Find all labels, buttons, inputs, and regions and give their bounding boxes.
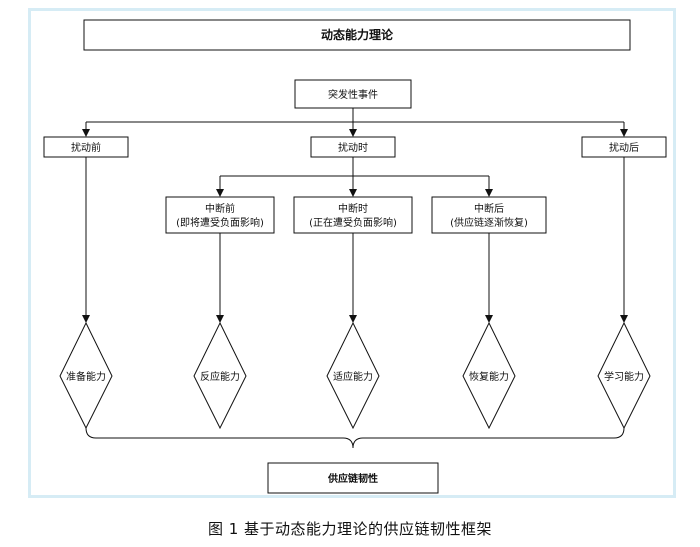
phase-after-node: 扰动后 [581,136,667,158]
sub-phase-after-line2: (供应链逐渐恢复) [450,216,528,229]
sub-phase-before-node: 中断前 (即将遭受负面影响) [165,196,275,234]
sub-phase-after-node: 中断后 (供应链逐渐恢复) [431,196,547,234]
phase-before-label: 扰动前 [71,141,101,154]
capability-prepare-label: 准备能力 [66,370,106,383]
capability-recover-label: 恢复能力 [469,370,509,383]
phase-during-label: 扰动时 [338,141,368,154]
event-label: 突发性事件 [328,88,378,101]
event-node: 突发性事件 [294,79,412,109]
capability-adapt-label: 适应能力 [333,370,373,383]
capability-learn-label: 学习能力 [604,370,644,383]
figure-caption: 图 1 基于动态能力理论的供应链韧性框架 [207,520,493,538]
capability-adapt-node: 适应能力 [326,321,380,430]
capability-learn-node: 学习能力 [597,321,651,430]
result-node: 供应链韧性 [267,462,439,494]
phase-after-label: 扰动后 [609,141,639,154]
theory-title-node: 动态能力理论 [83,19,631,51]
sub-phase-during-node: 中断时 (正在遭受负面影响) [293,196,413,234]
capability-recover-node: 恢复能力 [462,321,516,430]
capability-edges [82,157,628,323]
phase-before-node: 扰动前 [43,136,129,158]
sub-phase-during-line1: 中断时 [338,202,368,215]
sub-phase-during-line2: (正在遭受负面影响) [309,216,397,229]
sub-phase-before-line2: (即将遭受负面影响) [176,216,264,229]
sub-phase-after-line1: 中断后 [474,202,504,215]
event-edges [82,108,628,137]
capability-react-node: 反应能力 [193,321,247,430]
grouping-brace [85,427,625,449]
result-label: 供应链韧性 [327,472,378,485]
during-edges [216,157,493,197]
theory-title: 动态能力理论 [321,27,394,42]
capability-prepare-node: 准备能力 [59,321,113,430]
sub-phase-before-line1: 中断前 [205,202,235,215]
phase-during-node: 扰动时 [310,136,396,158]
capability-react-label: 反应能力 [200,370,240,383]
